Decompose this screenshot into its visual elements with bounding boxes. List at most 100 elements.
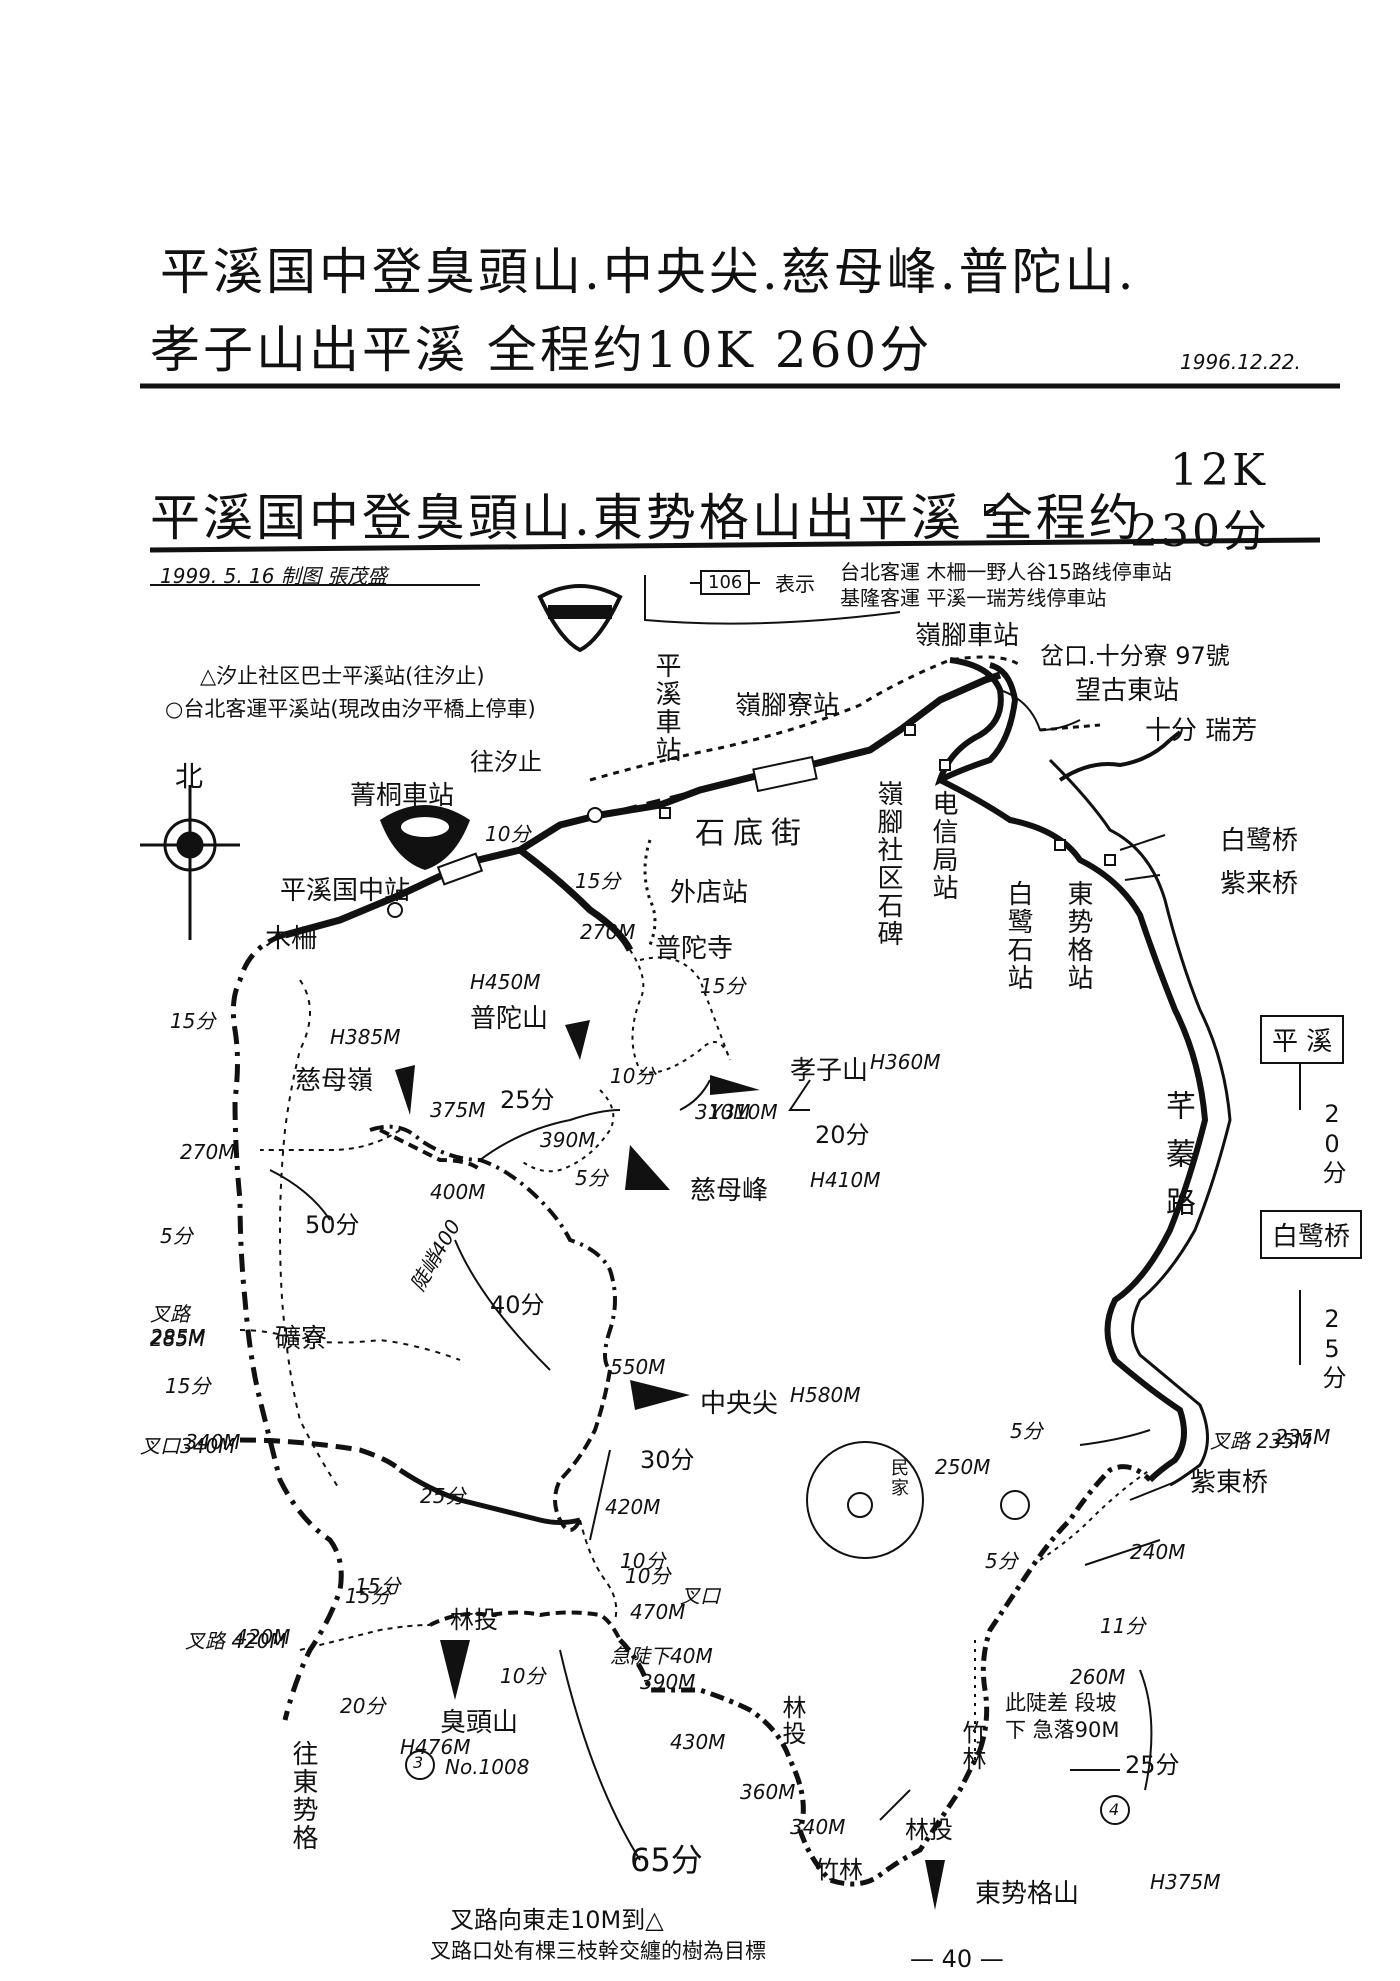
place-pingxi-school-station: 平溪国中站: [280, 876, 411, 906]
elevation-label: 420M: [605, 1495, 661, 1519]
route2-title-line1: 平溪国中登臭頭山.東势格山出平溪 全程约: [150, 489, 1142, 547]
compass-north-label: 北: [175, 760, 204, 793]
elevation-label: 470M: [630, 1600, 686, 1624]
elevation-label: 390M: [640, 1670, 696, 1694]
time-label: 50分: [305, 1211, 360, 1239]
place-telecom-station: 电信局站: [928, 790, 958, 902]
peak-choutou-height: H476M: [400, 1735, 471, 1759]
note-linjian: 林投: [778, 1695, 806, 1747]
place-house: 民家: [888, 1458, 909, 1498]
elevation-label: 235M: [1275, 1425, 1331, 1449]
elevation-label: 400M: [430, 1180, 486, 1204]
time-label: 5分: [1010, 1419, 1043, 1443]
time-label: 15分: [355, 1574, 401, 1598]
peak-choutou-name: 臭頭山: [440, 1708, 519, 1738]
peak-xiaozi-height: H360M: [870, 1050, 941, 1074]
bus-stop-taipei: ○台北客運平溪站(現改由汐平橋上停車): [165, 697, 536, 721]
elevation-label: 550M: [610, 1355, 666, 1379]
place-bailu-bridge: 白鹭桥: [1220, 826, 1299, 856]
elevation-label: 250M: [935, 1455, 991, 1479]
time-label: 15分: [170, 1009, 216, 1033]
peak-choutou-mark: 3: [413, 1753, 424, 1772]
route1-title-line2: 孝子山出平溪 全程约10K 260分: [150, 321, 933, 379]
note-linjian: 林投: [905, 1816, 953, 1844]
place-shifen-liao: 岔口.十分寮 97號: [1040, 642, 1230, 670]
place-to-dongshige: 往東势格: [288, 1740, 318, 1852]
time-label: 5分: [160, 1224, 193, 1248]
note-steep-down: 急陡下40M: [610, 1644, 713, 1668]
place-zidong-bridge: 紫東桥: [1190, 1468, 1269, 1498]
place-shidi-street: 石底街: [695, 816, 809, 851]
sidebox-bailu: 白鹭桥: [1260, 1210, 1363, 1259]
legend-prefix: 表示: [775, 572, 815, 596]
peak-cimu-feng-height: H410M: [810, 1168, 881, 1192]
peak-xiaozi-name: 孝子山: [790, 1056, 869, 1086]
place-bailu-stone: 白鹭石站: [1003, 880, 1033, 992]
peak-cimu-feng-name: 慈母峰: [690, 1176, 769, 1206]
route1-date: 1996.12.22.: [1180, 350, 1301, 374]
time-label: 20分: [340, 1694, 386, 1718]
sidebox-time-1: 20分: [1318, 1100, 1346, 1186]
place-zilai-bridge: 紫来桥: [1220, 869, 1299, 899]
peak-putuo-name: 普陀山: [470, 1004, 549, 1034]
elevation-label: 240M: [1130, 1540, 1186, 1564]
elevation-label: 310M: [695, 1100, 751, 1124]
elevation-label: 260M: [1070, 1665, 1126, 1689]
peak-putuo-height: H450M: [470, 970, 541, 994]
place-kuang-liao: 礦寮: [275, 1324, 328, 1354]
peak-cimu-ling-name: 慈母嶺: [295, 1066, 374, 1096]
place-lingjiao-community: 嶺腳社区石碑: [873, 780, 903, 948]
place-to-xizhi: 往汐止: [470, 748, 542, 776]
time-label: 5分: [575, 1166, 608, 1190]
place-mucha: 木柵: [265, 924, 318, 954]
peak-dongshige-mark: 4: [1109, 1800, 1120, 1819]
page-number: — 40 —: [910, 1945, 1004, 1973]
place-dongshige-station: 東势格站: [1063, 880, 1093, 992]
elevation-label: 340M: [790, 1815, 846, 1839]
place-lingjiao-station: 嶺腳車站: [915, 621, 1020, 651]
time-label: 10分: [610, 1064, 656, 1088]
compass-rose: [140, 785, 240, 940]
time-label: 10分: [485, 822, 531, 846]
place-lingjiao-liao: 嶺腳寮站: [735, 691, 840, 721]
time-label: 11分: [1100, 1614, 1146, 1638]
route2-distance: 12K: [1170, 445, 1268, 496]
route2-time: 230分: [1130, 506, 1270, 557]
legend-line1: 台北客運 木柵一野人谷15路线停車站: [840, 560, 1172, 584]
peak-dongshige-height: H375M: [1150, 1870, 1221, 1894]
elevation-label: 430M: [670, 1730, 726, 1754]
route-number-106: 106: [700, 570, 751, 595]
bus-stop-xizhi: △汐止社区巴士平溪站(往汐止): [200, 664, 485, 688]
time-label: 5分: [985, 1549, 1018, 1573]
place-pingxi-station: 平溪車站: [651, 652, 681, 764]
elevation-label: 390M: [540, 1128, 596, 1152]
place-fenliao-road: 芊蓁路: [1160, 1090, 1195, 1234]
time-label: 65分: [630, 1841, 703, 1879]
time-label: 15分: [345, 1584, 391, 1608]
note-fork-tree: 叉路口处有棵三枝幹交纏的樹為目標: [430, 1939, 766, 1963]
elevation-label: 360M: [740, 1780, 796, 1804]
legend-line2: 基隆客運 平溪一瑞芳线停車站: [840, 586, 1107, 610]
place-putuo-temple: 普陀寺: [655, 934, 734, 964]
time-label: 30分: [640, 1446, 695, 1474]
elevation-label: 375M: [430, 1098, 486, 1122]
note-bamboo: 竹林: [815, 1856, 863, 1884]
note-steep-drop: 此陡差 段坡下 急落90M: [1005, 1691, 1120, 1743]
route2-subtitle: 1999. 5. 16 制图 張茂盛: [160, 564, 388, 588]
time-label: 15分: [700, 974, 746, 998]
place-wanggu-station: 望古東站: [1075, 676, 1180, 706]
note-fork: 叉路 420M: [185, 1629, 287, 1653]
note-fork: 叉路 235M: [1210, 1429, 1312, 1453]
peak-zhongyang-height: H580M: [790, 1383, 861, 1407]
note-bamboo: 竹林: [958, 1720, 986, 1772]
peak-cimu-ling-height: H385M: [330, 1025, 401, 1049]
time-label: 10分: [500, 1664, 546, 1688]
note-fork: 叉路 285M: [150, 1302, 206, 1351]
note-fork: 叉口340M: [140, 1434, 236, 1458]
elevation-label: 285M: [150, 1325, 206, 1349]
elevation-label: 270M: [180, 1140, 236, 1164]
place-waidian-station: 外店站: [670, 878, 749, 908]
time-label: 10分: [620, 1549, 666, 1573]
sidebox-time-2: 25分: [1318, 1305, 1346, 1391]
